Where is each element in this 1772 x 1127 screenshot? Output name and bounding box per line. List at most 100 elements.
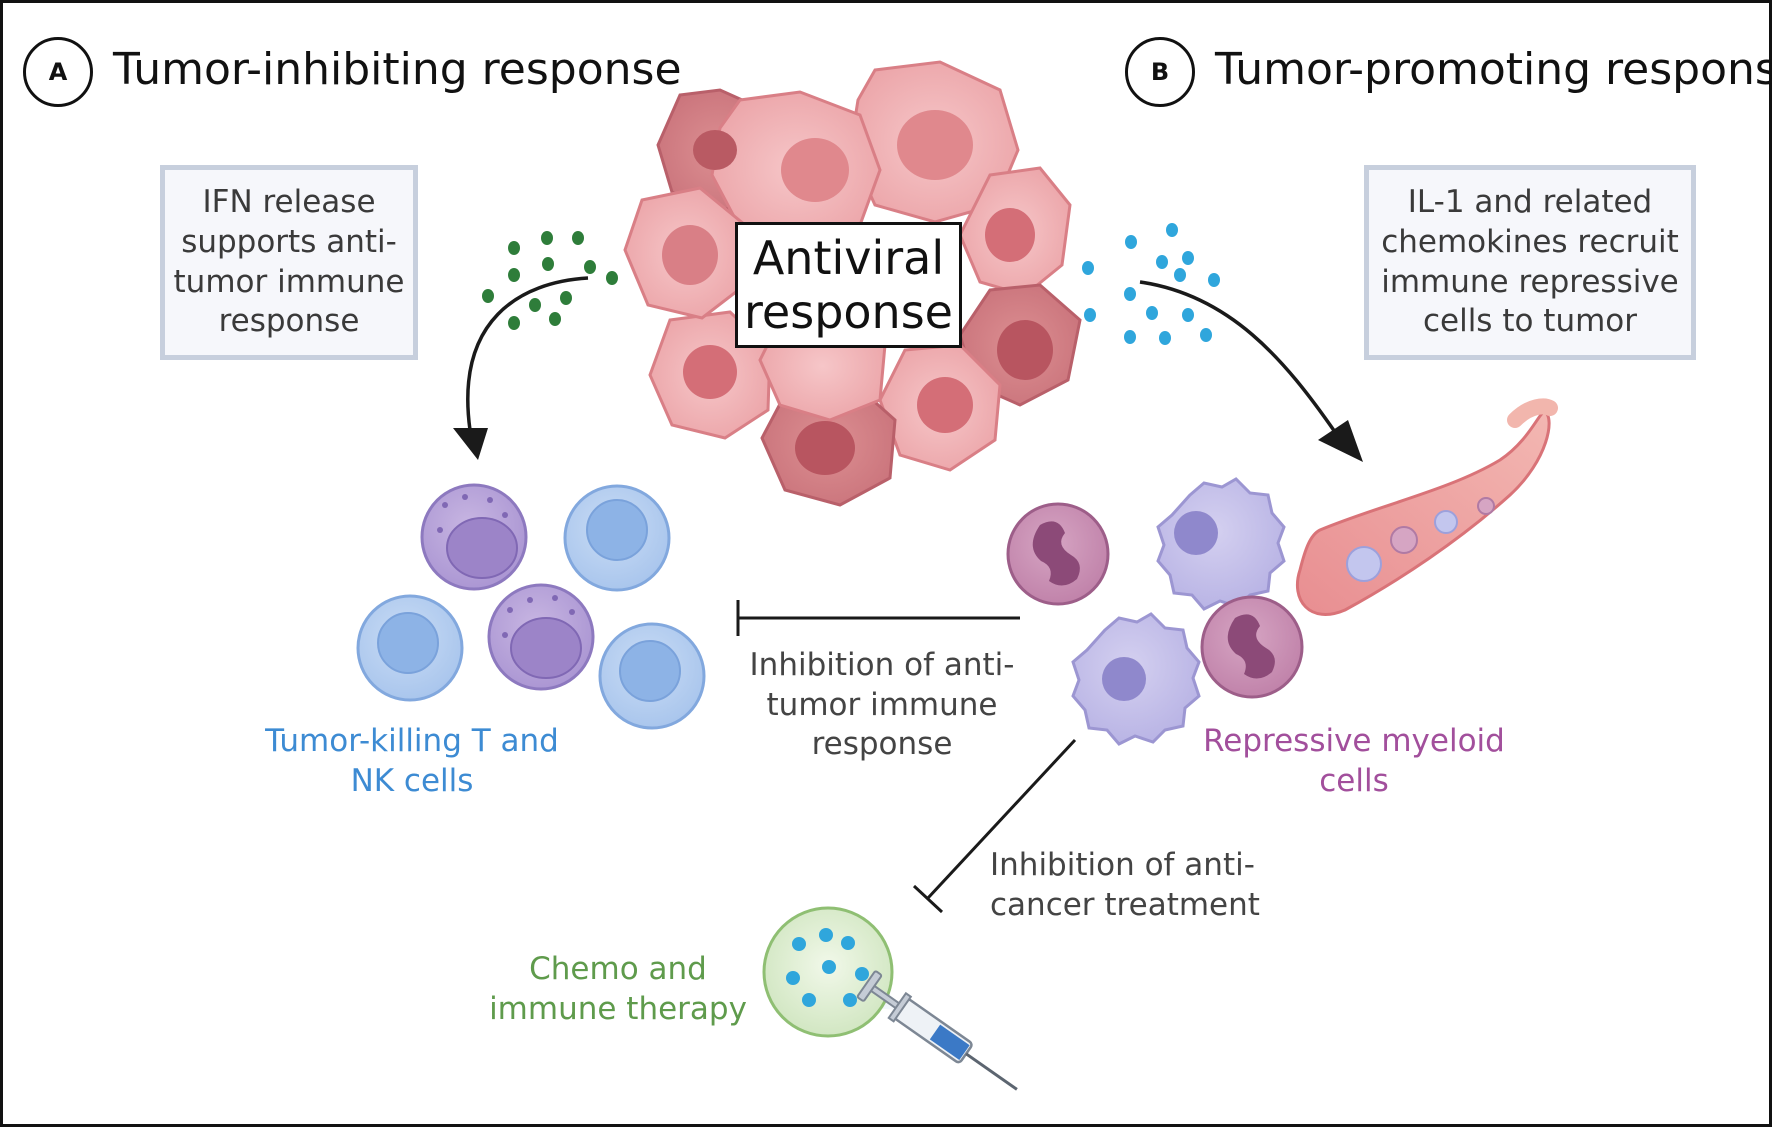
therapy-label: Chemo and immune therapy (478, 950, 758, 1029)
myeloid-label-line: Repressive myeloid (1203, 723, 1505, 759)
drug-dot (841, 936, 855, 950)
t-nk-cells (356, 483, 706, 730)
il1-chemokine-dots (1082, 223, 1220, 345)
ifn-dot (542, 257, 554, 271)
drug-dot (822, 960, 836, 974)
vessel-cell (1477, 497, 1495, 515)
neutrophil (1006, 502, 1110, 606)
ifn-dot (508, 316, 520, 330)
ifn-dot (560, 291, 572, 305)
il1-info-box: IL-1 and related chemokines recruit immu… (1364, 165, 1696, 360)
il1-dot (1082, 261, 1094, 275)
nk-cell (487, 583, 595, 691)
tumor-nucleus (693, 130, 737, 170)
blood-vessel (1295, 398, 1558, 616)
tumor-nucleus (897, 110, 973, 180)
vessel-cell (1434, 510, 1458, 534)
panel-b-badge: B (1125, 37, 1195, 107)
inhibit-immune-label: Inhibition of anti- tumor immune respons… (732, 646, 1032, 765)
mdsc (1071, 612, 1201, 746)
panel-a-title: Tumor-inhibiting response (113, 44, 682, 95)
inhibit-treatment-line: Inhibition of anti- (990, 847, 1255, 883)
neutrophil (1200, 595, 1304, 699)
il1-dot (1125, 235, 1137, 249)
mdsc (1156, 477, 1286, 611)
inhibit-immune-line: Inhibition of anti- (749, 647, 1015, 683)
inhibition-line-treatment (926, 738, 1077, 900)
tumor-nucleus (683, 345, 737, 399)
il1-dot (1182, 251, 1194, 265)
drug-dot (843, 993, 857, 1007)
il1-box-line: cells to tumor (1422, 303, 1638, 340)
ifn-box-line: response (218, 303, 360, 340)
ifn-box-line: supports anti- (181, 223, 397, 260)
nk-cell (420, 483, 528, 591)
ifn-arrowhead (453, 428, 488, 460)
ifn-box-line: IFN release (202, 184, 376, 221)
t-cell (598, 622, 706, 730)
drug-dot (855, 967, 869, 981)
t-nk-label-line: Tumor-killing T and (265, 723, 559, 759)
il1-dot (1156, 255, 1168, 269)
therapy-label-line: Chemo and (529, 951, 707, 987)
therapy-illustration (762, 906, 1018, 1091)
tumor-nucleus (917, 377, 973, 433)
ifn-dot (541, 231, 553, 245)
ifn-dot (508, 241, 520, 255)
panel-a-badge: A (23, 37, 93, 107)
t-cell (356, 594, 464, 702)
t-nk-cells-label: Tumor-killing T and NK cells (242, 722, 582, 801)
ifn-cytokine-dots (482, 231, 618, 330)
vessel-cell (1346, 546, 1382, 582)
antiviral-response-box: Antiviral response (735, 222, 962, 348)
ifn-dot (529, 298, 541, 312)
ifn-dot (482, 289, 494, 303)
tumor-nucleus (795, 421, 855, 475)
vessel-cell (1390, 526, 1418, 554)
il1-dot (1146, 306, 1158, 320)
inhibit-treatment-label: Inhibition of anti- cancer treatment (990, 846, 1280, 925)
inhibition-bar-treatment (912, 884, 944, 914)
ifn-dot (584, 260, 596, 274)
myeloid-label-line: cells (1319, 762, 1389, 799)
il1-dot (1174, 268, 1186, 282)
ifn-info-box: IFN release supports anti- tumor immune … (160, 165, 418, 360)
il1-box-line: immune repressive (1381, 263, 1679, 300)
ifn-dot (572, 231, 584, 245)
tumor-cluster (623, 60, 1082, 507)
il1-dot (1166, 223, 1178, 237)
il1-dot (1200, 328, 1212, 342)
myeloid-cells-label: Repressive myeloid cells (1180, 722, 1528, 801)
t-nk-label-line: NK cells (350, 762, 474, 799)
myeloid-cells (1006, 477, 1304, 746)
il1-dot (1124, 330, 1136, 344)
t-cell (563, 484, 671, 592)
il1-dot (1208, 273, 1220, 287)
tumor-nucleus (662, 225, 718, 285)
tumor-nucleus (781, 138, 849, 202)
il1-box-line: IL-1 and related (1407, 184, 1653, 221)
il1-box-line: chemokines recruit (1381, 223, 1679, 260)
drug-dot (819, 928, 833, 942)
inhibit-immune-line: response (811, 726, 953, 763)
il1-arrowhead (1318, 420, 1363, 462)
inhibit-immune-line: tumor immune (766, 686, 998, 723)
ifn-dot (606, 271, 618, 285)
ifn-box-line: tumor immune (173, 263, 405, 300)
ifn-curved-arrow (466, 276, 589, 431)
drug-particles (786, 928, 869, 1007)
il1-dot (1182, 308, 1194, 322)
drug-dot (792, 937, 806, 951)
therapy-label-line: immune therapy (489, 990, 747, 1027)
ifn-dot (508, 268, 520, 282)
ifn-dot (549, 312, 561, 326)
inhibit-treatment-line: cancer treatment (990, 886, 1260, 923)
antiviral-line: response (744, 285, 953, 339)
antiviral-line: Antiviral (752, 230, 945, 285)
syringe-icon (856, 970, 1018, 1091)
il1-curved-arrow (1139, 280, 1337, 433)
drug-dot (802, 993, 816, 1007)
